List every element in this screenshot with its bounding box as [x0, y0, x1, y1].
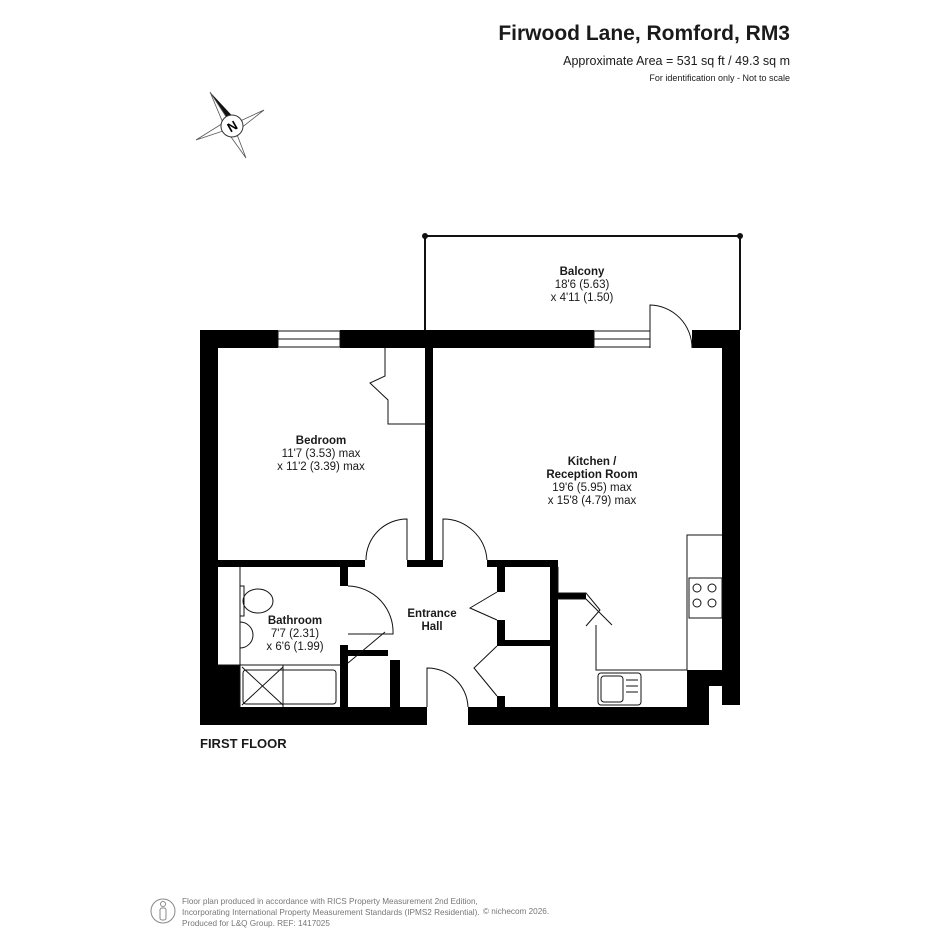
property-title: Firwood Lane, Romford, RM3 [498, 22, 790, 45]
copyright: © nichecom 2026. [483, 907, 550, 916]
scale-note: For identification only - Not to scale [649, 73, 790, 83]
footer-notes: Floor plan produced in accordance with R… [182, 897, 480, 928]
approximate-area: Approximate Area = 531 sq ft / 49.3 sq m [563, 54, 790, 68]
balcony-outline [424, 235, 741, 330]
toilet-icon [242, 588, 274, 614]
kitchen-units [595, 534, 723, 706]
walls [200, 330, 740, 725]
floor-label: FIRST FLOOR [200, 736, 287, 751]
bath-icon [242, 669, 337, 705]
ipms-icon [150, 898, 176, 924]
hob-icon [688, 577, 723, 619]
basin-icon [239, 621, 254, 649]
windows [277, 330, 651, 348]
compass-icon: N [195, 91, 265, 159]
sink-icon [597, 672, 642, 706]
bathroom-fixtures [218, 567, 340, 707]
door-swings [347, 304, 693, 708]
